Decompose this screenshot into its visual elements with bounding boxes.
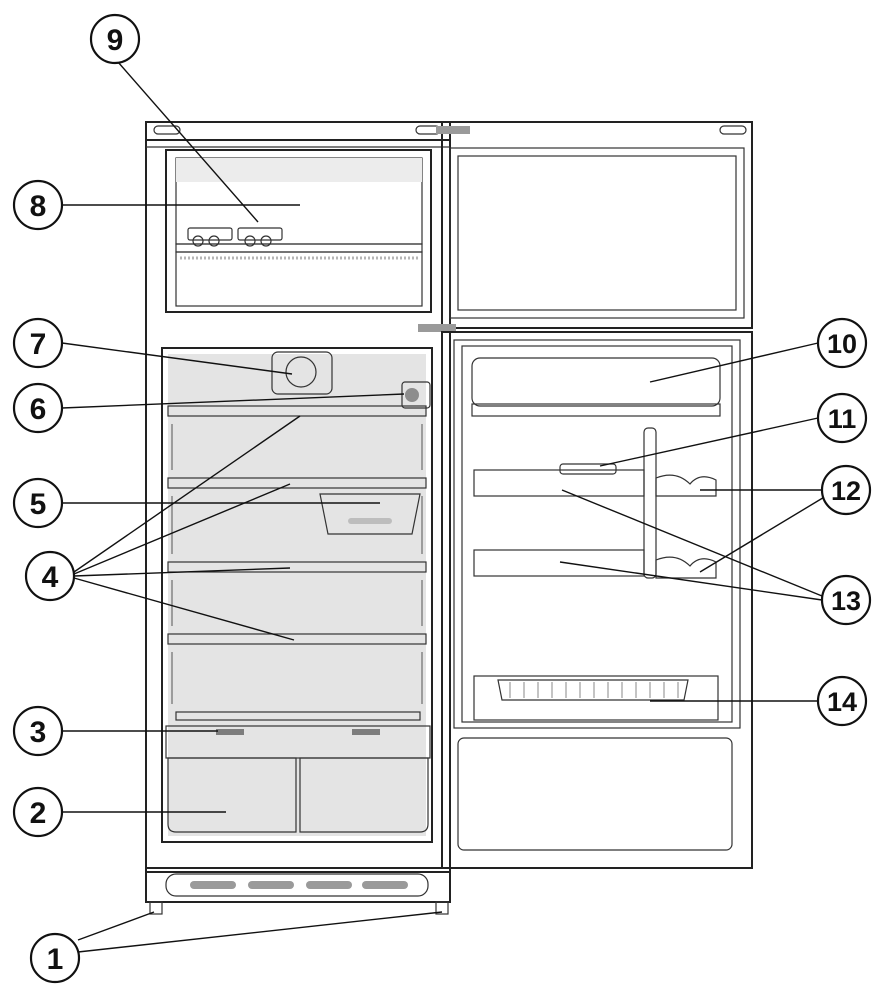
adjustable-foot [149,901,163,915]
callout-1: 1 [29,932,81,984]
bottle-shelf [473,675,719,721]
ice-tray [237,227,283,241]
fridge-shelf [167,405,427,417]
callout-6: 6 [12,382,64,434]
fridge-compartment [161,347,433,843]
callout-3: 3 [12,705,64,757]
callout-12: 12 [820,464,872,516]
callout-13: 13 [820,574,872,626]
callout-7: 7 [12,317,64,369]
light-cover [271,351,333,395]
callout-4: 4 [24,550,76,602]
door-shelf [473,549,645,577]
adjustable-foot [435,901,449,915]
svg-text:13: 13 [831,586,861,616]
callout-2: 2 [12,786,64,838]
svg-text:9: 9 [107,24,124,57]
thermostat [401,381,431,409]
svg-text:3: 3 [30,716,47,749]
freezer-compartment [165,149,432,313]
fridge-shelf [167,477,427,489]
svg-text:8: 8 [30,190,47,223]
callout-10: 10 [816,317,868,369]
ice-tray [187,227,233,241]
svg-text:6: 6 [30,393,47,426]
svg-text:10: 10 [827,329,857,359]
crisper-drawer [299,757,429,833]
callout-11: 11 [816,392,868,444]
plinth [145,867,451,903]
callout-14: 14 [816,675,868,727]
svg-text:12: 12 [831,476,861,506]
leader-lines [61,61,827,953]
crisper-cover [165,725,431,759]
svg-text:11: 11 [828,404,857,434]
fridge-door [441,331,753,869]
svg-text:5: 5 [30,488,47,521]
dairy-compartment [471,357,721,407]
door-shelf [473,469,645,497]
svg-text:1: 1 [47,943,64,976]
egg-box [319,493,421,535]
fridge-shelf [167,561,427,573]
svg-text:4: 4 [42,561,59,594]
svg-text:2: 2 [30,797,47,830]
callout-8: 8 [12,179,64,231]
svg-text:7: 7 [30,328,47,361]
fridge-shelf [167,633,427,645]
bottle-retainer [643,427,657,579]
cabinet-body [145,121,451,915]
callout-9: 9 [89,13,141,65]
callout-5: 5 [12,477,64,529]
freezer-door [418,121,753,332]
crisper-drawer [167,757,297,833]
svg-text:14: 14 [827,687,857,717]
